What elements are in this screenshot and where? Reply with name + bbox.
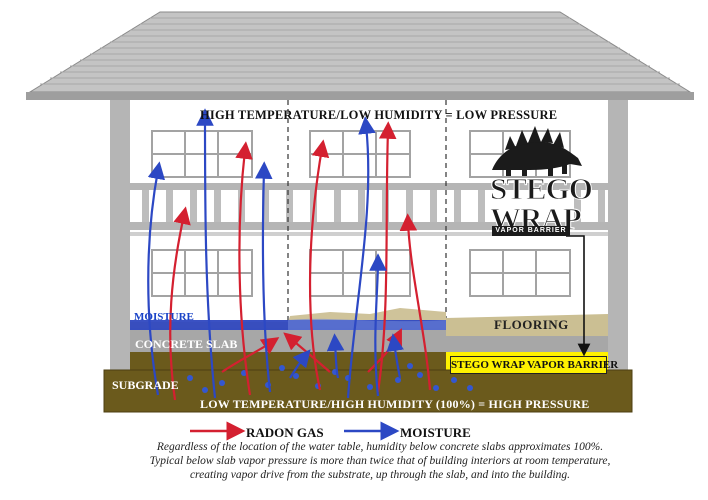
vapor-barrier-label: STEGO WRAP VAPOR BARRIER xyxy=(450,356,618,374)
right-wall xyxy=(608,100,628,370)
logo-wordmark: STEGO WRAP xyxy=(490,171,594,235)
section-dividers xyxy=(287,100,447,352)
stegosaurus-logo-icon xyxy=(492,126,582,176)
caption-line2: Typical below slab vapor pressure is mor… xyxy=(149,455,611,467)
subgrade-label: SUBGRADE xyxy=(112,378,179,392)
moisture-layer-label: MOISTURE xyxy=(134,311,194,323)
top-pressure-label: HIGH TEMPERATURE/LOW HUMIDITY = LOW PRES… xyxy=(200,108,558,122)
logo-line1: STEGO xyxy=(490,171,594,206)
flooring-label: FLOORING xyxy=(494,317,569,332)
left-wall xyxy=(110,100,130,370)
caption: Regardless of the location of the water … xyxy=(100,440,660,482)
caption-line3: creating vapor drive from the substrate,… xyxy=(189,469,571,481)
legend-moisture-label: MOISTURE xyxy=(400,425,471,440)
bottom-pressure-label: LOW TEMPERATURE/HIGH HUMIDITY (100%) = H… xyxy=(200,397,590,411)
roof xyxy=(26,11,694,100)
concrete-slab-label: CONCRETE SLAB xyxy=(135,337,238,351)
legend-radon-label: RADON GAS xyxy=(246,425,324,440)
logo-pointer-arrow xyxy=(566,235,591,357)
moisture-arrows xyxy=(147,108,404,399)
caption-line1: Regardless of the location of the water … xyxy=(156,441,604,453)
moisture-droplets xyxy=(187,363,473,393)
flooring xyxy=(446,314,608,336)
logo-tagline: VAPOR BARRIER xyxy=(492,226,570,236)
